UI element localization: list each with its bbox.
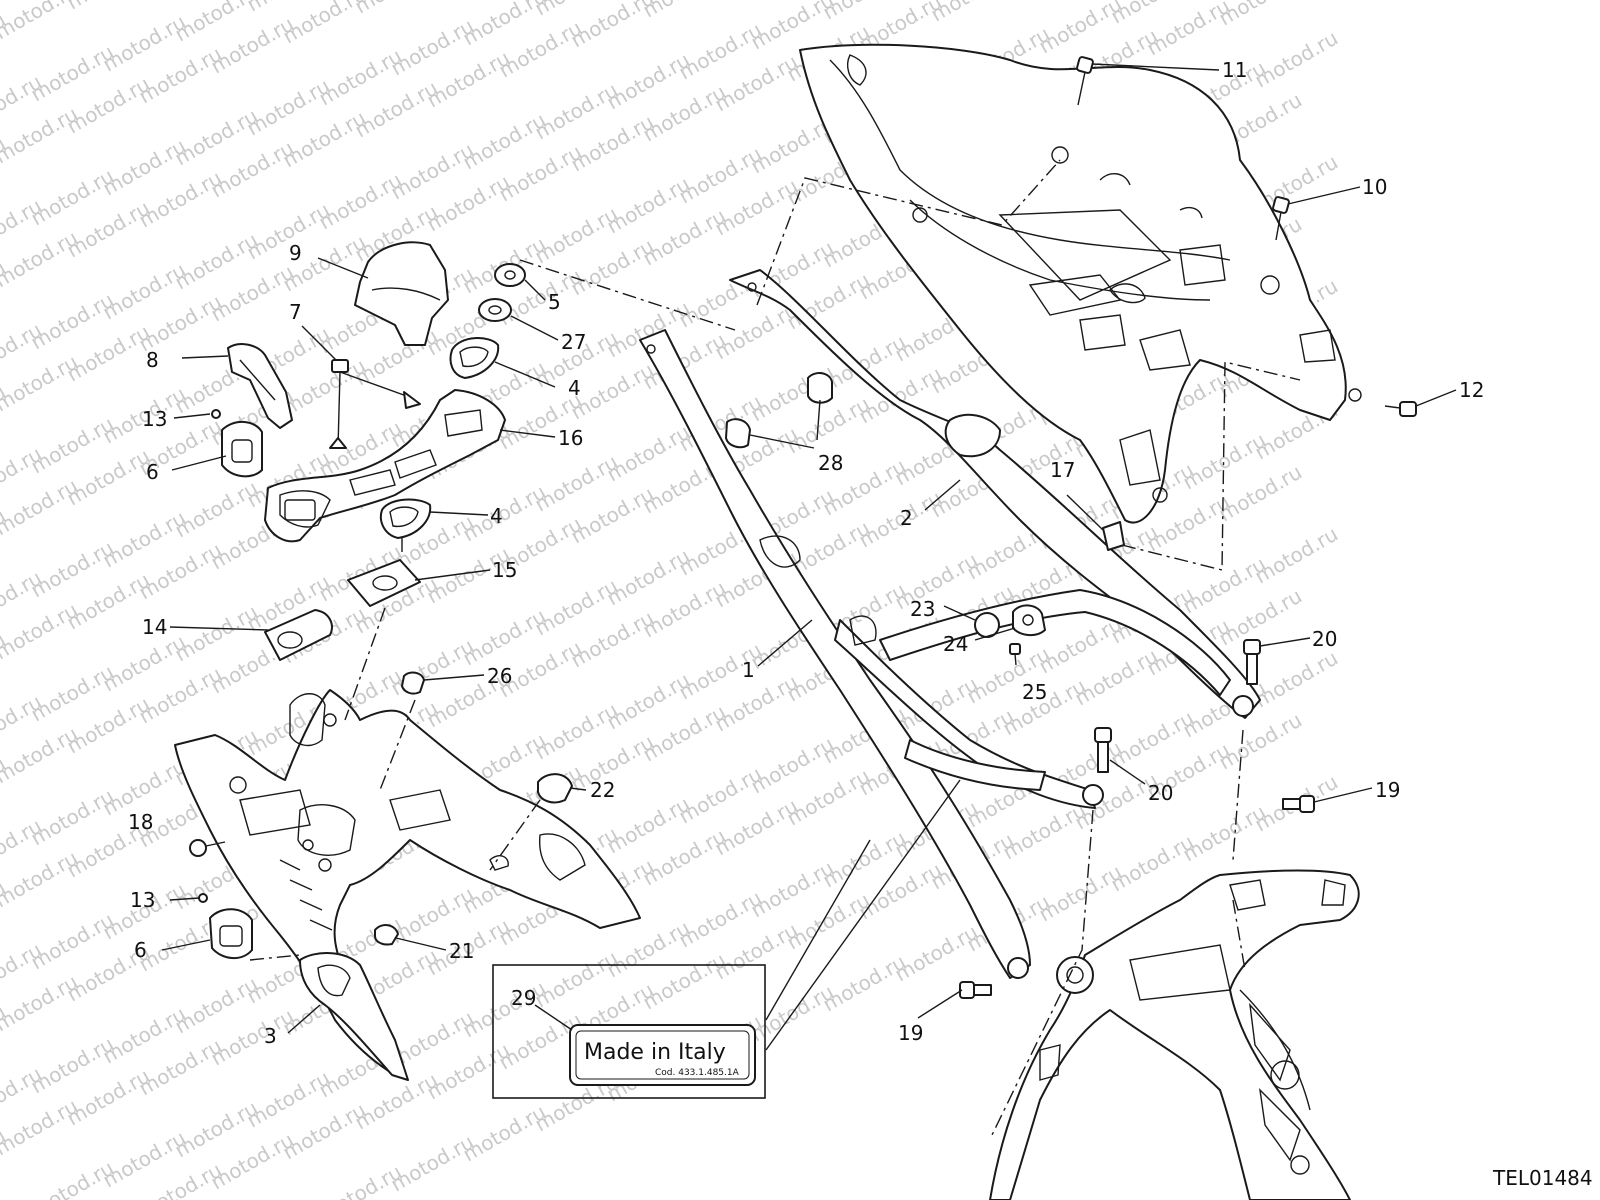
watermark-text: motod.ru [0,102,82,169]
callout-2: 2 [900,506,913,530]
callout-23: 23 [910,597,935,621]
watermark-text: motod.ru [819,950,910,1017]
watermark-text: motod.ru [1251,26,1342,93]
cap-22 [537,773,573,804]
callout-21: 21 [449,939,474,963]
pad-15 [347,559,421,607]
bolt-10 [1272,196,1290,241]
watermark-text: motod.ru [63,0,154,14]
watermark-text: motod.ru [1215,0,1306,30]
cover-9 [354,241,449,346]
leader-lines [161,63,1457,1051]
watermark-text: motod.ru [351,0,442,18]
callout-4-lower: 4 [490,504,503,528]
pad-6-lower [209,908,253,959]
callout-7: 7 [289,300,302,324]
watermark-text: motod.ru [1107,830,1198,897]
cap-21 [374,924,399,946]
watermark-text: motod.ru [1179,800,1270,867]
pad-14 [264,609,333,661]
callout-1: 1 [742,658,755,682]
tail-section-outline [799,43,1362,524]
watermark-text: motod.ru [927,0,1018,26]
bolt-11 [1076,56,1094,106]
callout-19-right: 19 [1375,778,1400,802]
screw-13-lower [198,893,208,903]
callout-9: 9 [289,241,302,265]
watermark-text: motod.ru [0,970,82,1037]
callout-3: 3 [264,1024,277,1048]
callout-25: 25 [1022,680,1047,704]
callout-29: 29 [511,986,536,1010]
callout-26: 26 [487,664,512,688]
callout-20-upper: 20 [1312,627,1337,651]
callout-22: 22 [590,778,615,802]
pad-6-upper [221,421,263,478]
watermark-text: motod.ru [0,350,82,417]
grommet-4-lower [379,498,432,539]
bolt-19-right [1282,795,1315,813]
screw-13-upper [211,409,221,419]
watermark-text: motod.ru [891,920,982,987]
callout-13-upper: 13 [142,407,167,431]
callout-13-lower: 13 [130,888,155,912]
callout-18: 18 [128,810,153,834]
callout-8: 8 [146,348,159,372]
grommet-26 [401,671,425,695]
callout-16: 16 [558,426,583,450]
main-frame [989,869,1360,1200]
callout-24: 24 [943,632,968,656]
watermark-text: motod.ru [0,1094,82,1161]
callout-20-lower: 20 [1148,781,1173,805]
strap-7 [329,359,421,449]
label-code-text: Cod. 433.1.485.1A [655,1068,740,1078]
callout-4-upper: 4 [568,376,581,400]
callout-17: 17 [1050,458,1075,482]
bracket-8 [227,343,293,429]
watermark-text: motod.ru [0,846,82,913]
callout-28: 28 [818,451,843,475]
screw-25 [1009,643,1021,666]
callouts: 11 10 12 9 7 8 13 6 5 27 4 16 4 15 14 26… [128,58,1484,1048]
watermark-text: motod.ru [459,1100,550,1167]
reference-code: TEL01484 [1492,1166,1593,1190]
bolt-20-upper [1243,639,1261,685]
washer-5 [494,263,526,287]
assembly-lines [249,159,1301,1136]
watermark-text: motod.ru [639,0,730,22]
watermark-text: motod.ru [0,598,82,665]
callout-5: 5 [548,290,561,314]
watermark-text: motod.ru [0,474,82,541]
callout-10: 10 [1362,175,1387,199]
watermark-text: motod.ru [0,722,82,789]
clip-17 [1102,521,1125,551]
callout-12: 12 [1459,378,1484,402]
mudguard-3 [299,952,409,1081]
watermark-text: motod.ru [1251,646,1342,713]
washer-27 [478,298,512,322]
grommet-4-upper [449,337,500,379]
bolt-12 [1384,401,1417,417]
watermark-text: motod.ru [0,226,82,293]
grommet-28 [725,372,833,449]
callout-11: 11 [1222,58,1247,82]
callout-15: 15 [492,558,517,582]
bracket-24 [1012,604,1046,636]
callout-14: 14 [142,615,167,639]
callout-27: 27 [561,330,586,354]
made-in-italy-label: Made in Italy Cod. 433.1.485.1A [569,1024,756,1086]
watermark-text: motod.ru [387,1130,478,1197]
bolt-20-lower [1094,727,1112,773]
rivet-18 [189,839,226,857]
callout-6-upper: 6 [146,460,159,484]
callout-6-lower: 6 [134,938,147,962]
watermark-text: motod.ru [1251,522,1342,589]
watermark-text: motod.ru [1035,860,1126,927]
label-inset-frame [492,964,766,1099]
bolt-19-left [959,981,992,999]
label-main-text: Made in Italy [584,1040,726,1065]
bracket-16 [264,389,506,543]
callout-19-left: 19 [898,1021,923,1045]
